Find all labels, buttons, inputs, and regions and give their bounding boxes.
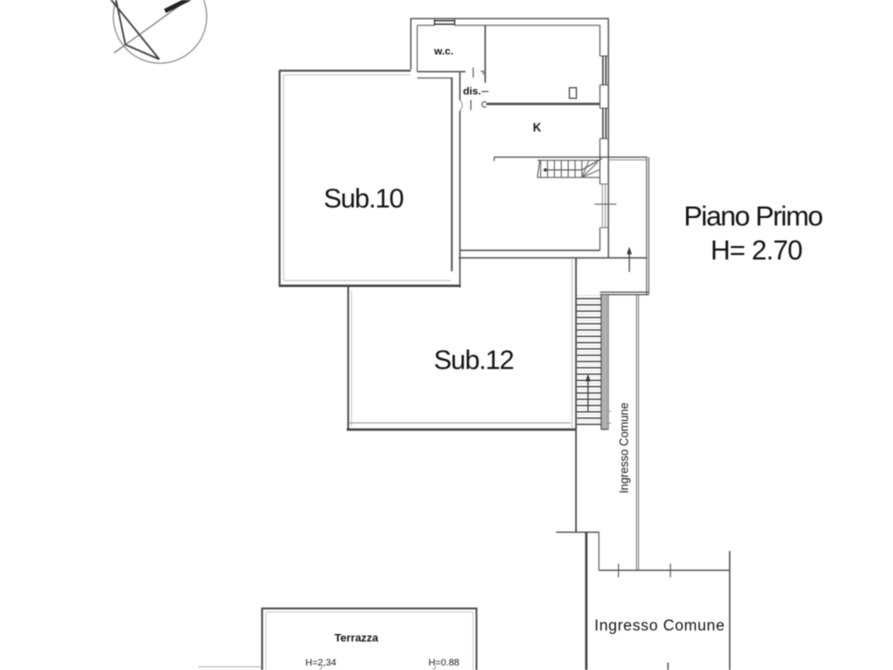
- svg-text:w.c.: w.c.: [433, 46, 454, 58]
- svg-text:Piano Primo: Piano Primo: [684, 201, 823, 232]
- svg-text:H=2,34: H=2,34: [305, 658, 336, 669]
- svg-text:Sub.10: Sub.10: [324, 184, 404, 214]
- svg-text:K: K: [533, 123, 542, 135]
- svg-text:Sub.12: Sub.12: [434, 345, 514, 375]
- svg-text:Terrazza: Terrazza: [334, 632, 379, 644]
- svg-text:Ingresso Comune: Ingresso Comune: [619, 403, 631, 494]
- svg-text:dis.: dis.: [463, 85, 481, 97]
- svg-text:H= 2.70: H= 2.70: [710, 235, 802, 266]
- svg-text:H=0.88: H=0.88: [428, 658, 459, 669]
- svg-text:Ingresso Comune: Ingresso Comune: [594, 618, 725, 635]
